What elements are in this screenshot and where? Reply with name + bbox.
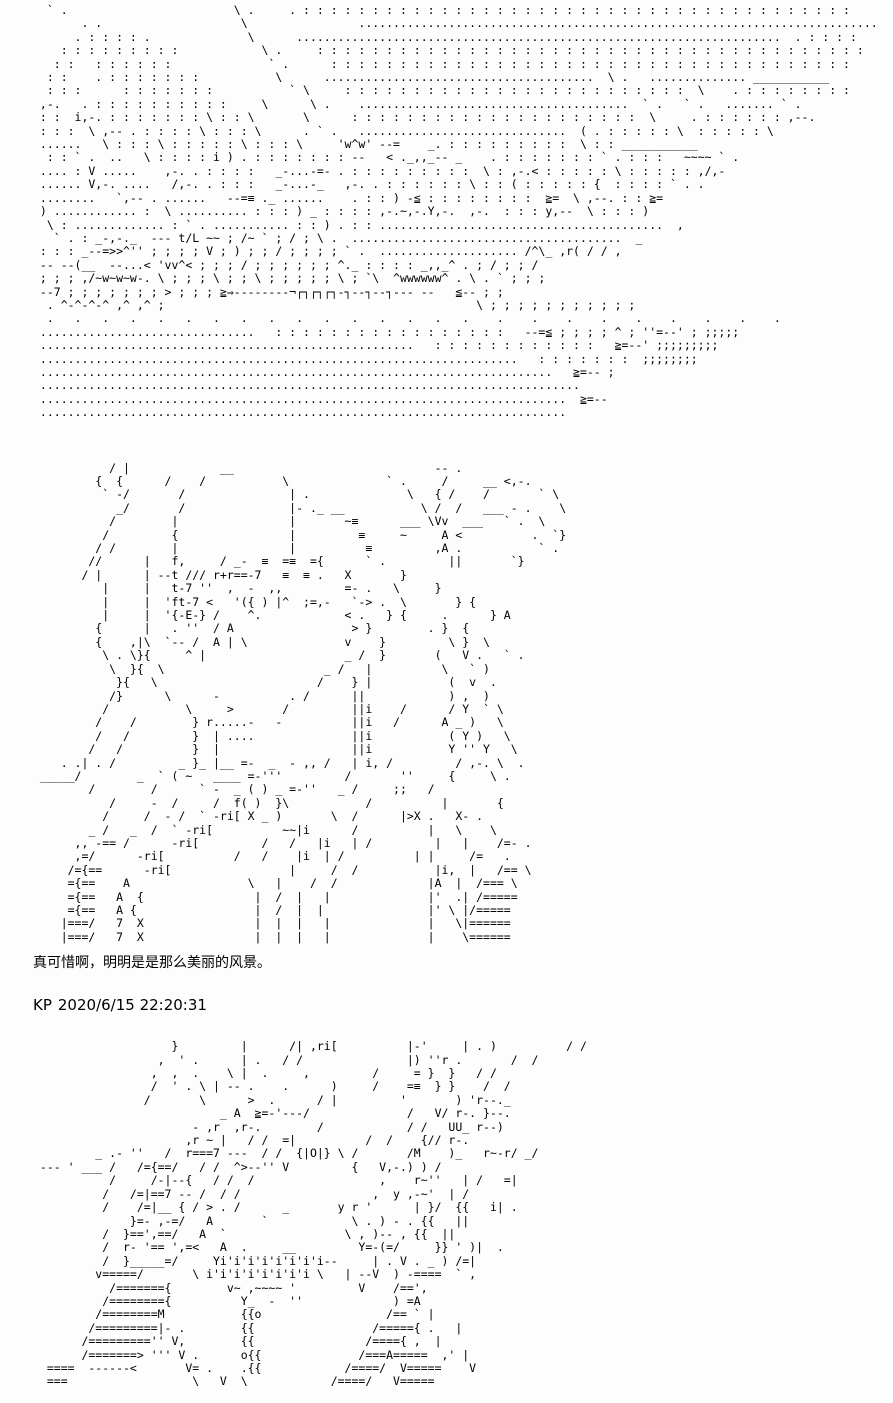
poster-name: KP	[33, 996, 52, 1015]
post-timestamp: 2020/6/15 22:20:31	[57, 996, 207, 1015]
ascii-art-character-1: / | __ -- . { { / / \ ` . / __ <,-. ` -/…	[39, 460, 567, 944]
ascii-art-landscape: ` . \ . . : : : : : : : : : : : : : : : …	[39, 3, 878, 420]
dialogue-text: 真可惜啊，明明是是那么美丽的风景。	[33, 955, 271, 972]
ascii-art-character-2: } | /| ,ri[ |-' | . ) / / , ' . | . / / …	[39, 1039, 587, 1389]
post-meta: KP 2020/6/15 22:20:31	[33, 996, 893, 1014]
